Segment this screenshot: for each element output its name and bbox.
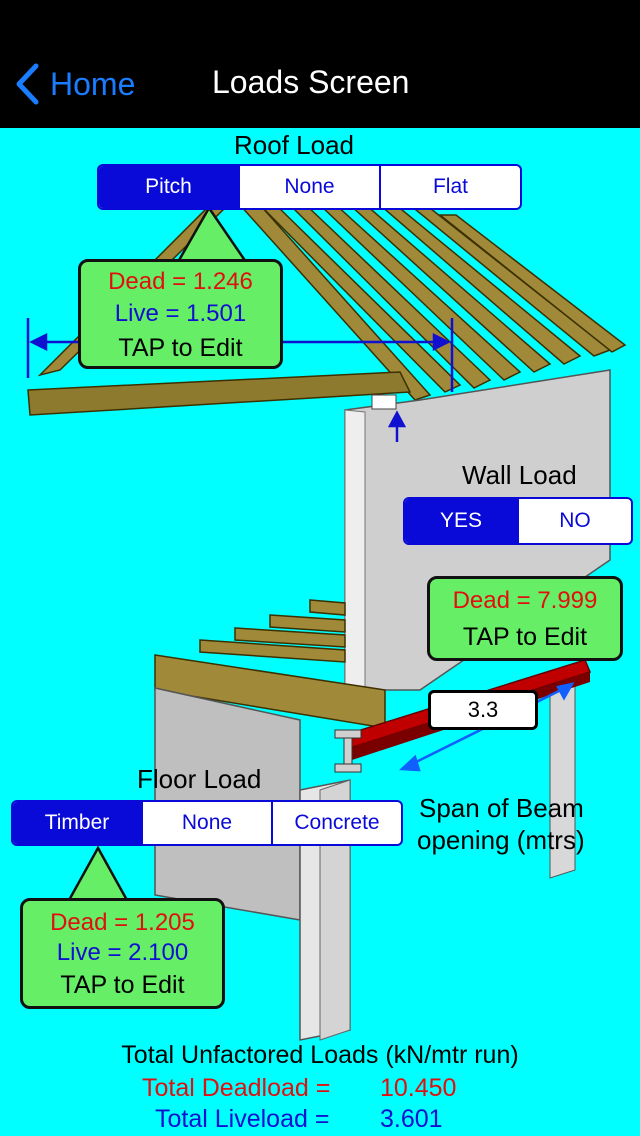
total-liveload-row: Total Liveload = 3.601: [155, 1105, 443, 1134]
span-label-line1: Span of Beam: [419, 793, 584, 823]
home-back-button[interactable]: Home: [14, 60, 135, 108]
wall-dead-load: Dead = 7.999: [452, 587, 598, 614]
roof-option-flat[interactable]: Flat: [379, 166, 520, 208]
floor-option-none[interactable]: None: [141, 802, 271, 844]
beam-span-input[interactable]: 3.3: [428, 690, 538, 730]
roof-load-segmented-control: Pitch None Flat: [97, 164, 522, 210]
totals-title: Total Unfactored Loads (kN/mtr run): [121, 1041, 519, 1069]
wall-tap-to-edit: TAP to Edit: [462, 623, 588, 651]
roof-dead-load: Dead = 1.246: [108, 268, 253, 295]
total-deadload-row: Total Deadload = 10.450: [142, 1074, 456, 1103]
floor-option-concrete[interactable]: Concrete: [271, 802, 401, 844]
wall-load-callout[interactable]: Dead = 7.999 TAP to Edit: [427, 576, 623, 661]
floor-load-title: Floor Load: [137, 764, 262, 794]
total-liveload-value: 3.601: [380, 1105, 443, 1133]
page-title: Loads Screen: [212, 64, 410, 100]
wall-load-title: Wall Load: [462, 460, 577, 490]
floor-live-load: Live = 2.100: [56, 939, 189, 966]
total-deadload-label: Total Deadload =: [142, 1074, 331, 1102]
i-beam-section: [334, 729, 362, 773]
floor-load-segmented-control: Timber None Concrete: [11, 800, 403, 846]
floor-load-callout[interactable]: Dead = 1.205 Live = 2.100 TAP to Edit: [20, 898, 225, 1009]
roof-live-load: Live = 1.501: [114, 300, 247, 327]
roof-load-title: Roof Load: [234, 130, 354, 160]
roof-load-callout[interactable]: Dead = 1.246 Live = 1.501 TAP to Edit: [78, 259, 283, 369]
roof-rafters: [27, 204, 627, 416]
wall-load-segmented-control: YES NO: [403, 497, 633, 545]
roof-tap-to-edit: TAP to Edit: [118, 334, 243, 362]
wall-option-no[interactable]: NO: [517, 499, 631, 543]
roof-option-pitch[interactable]: Pitch: [99, 166, 238, 208]
total-liveload-label: Total Liveload =: [155, 1105, 330, 1133]
floor-callout-pointer: [65, 845, 131, 904]
roof-option-none[interactable]: None: [238, 166, 379, 208]
floor-tap-to-edit: TAP to Edit: [60, 971, 185, 999]
span-label-line2: opening (mtrs): [417, 825, 585, 855]
home-back-label: Home: [50, 65, 136, 102]
chevron-left-icon: [16, 63, 39, 105]
floor-dead-load: Dead = 1.205: [50, 909, 195, 936]
floor-option-timber[interactable]: Timber: [13, 802, 141, 844]
nav-bar: Home Loads Screen: [0, 0, 640, 128]
wall-option-yes[interactable]: YES: [405, 499, 517, 543]
total-deadload-value: 10.450: [380, 1074, 457, 1102]
